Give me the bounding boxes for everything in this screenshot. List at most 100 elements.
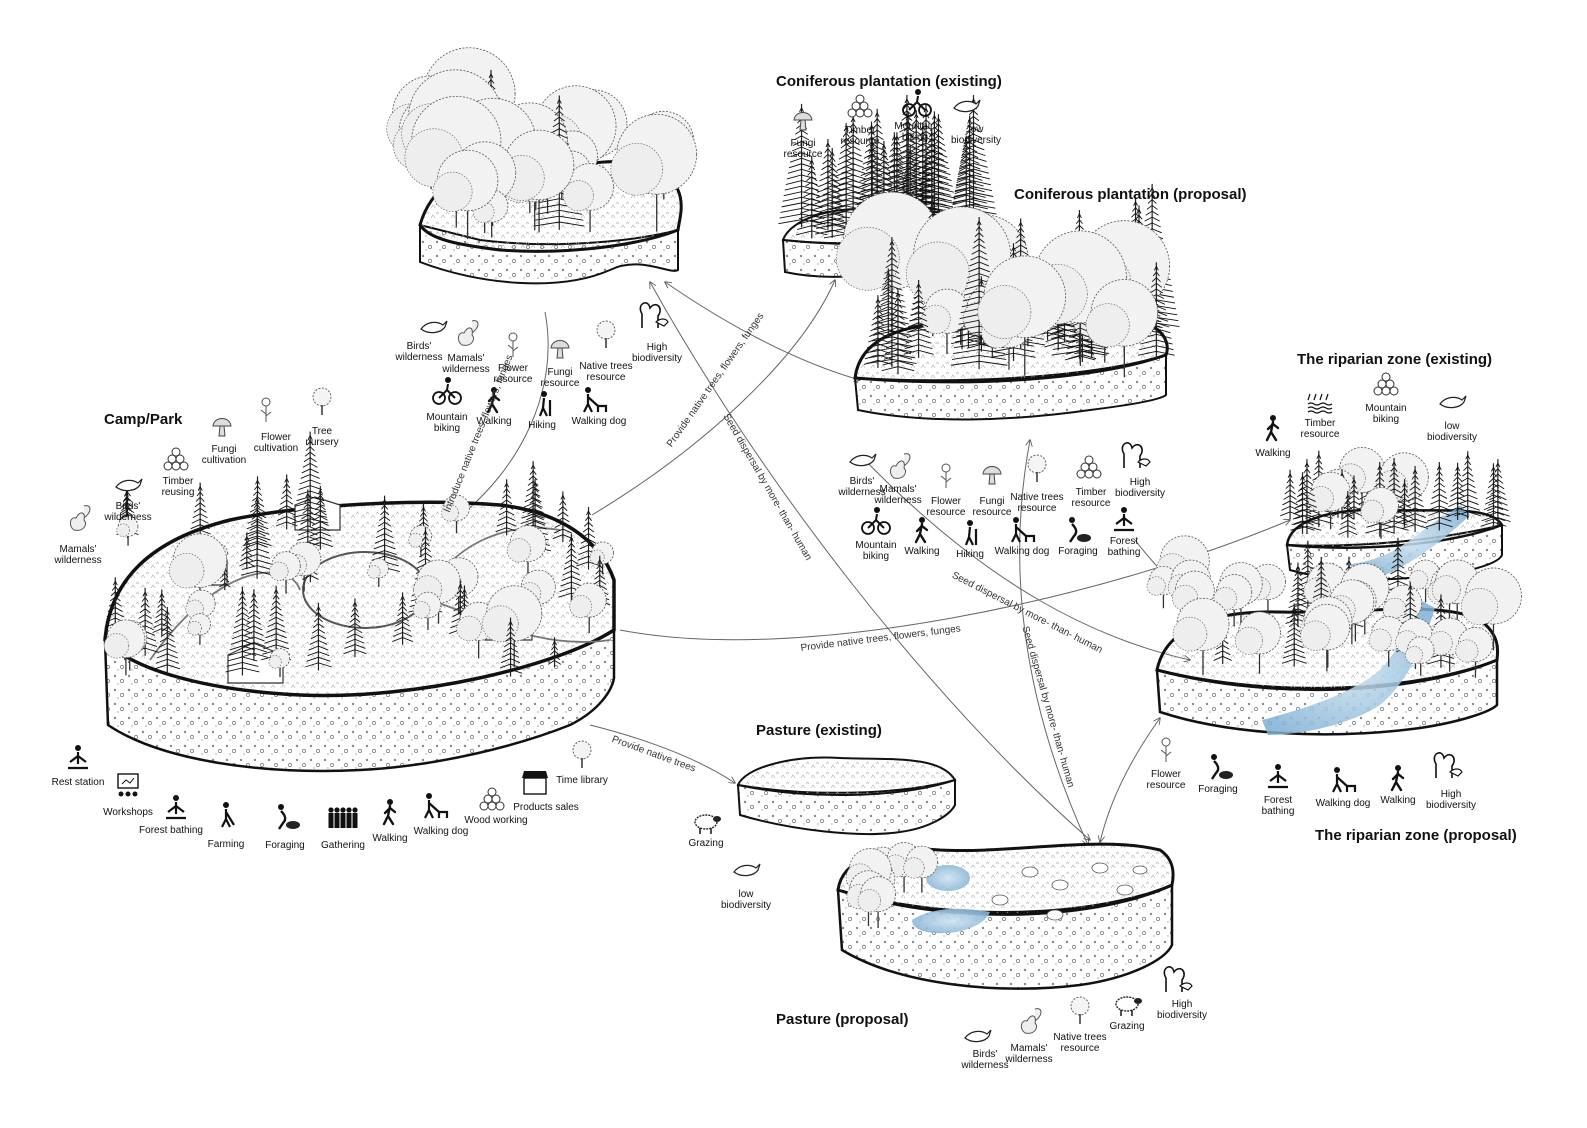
walking-icon [1265, 415, 1280, 442]
tree-icon [1027, 454, 1047, 482]
bike-icon [902, 89, 932, 117]
label-top-native: Native trees resource [579, 361, 633, 383]
bird-icon [1439, 395, 1467, 409]
label-cp-high: High biodiversity [1114, 477, 1166, 499]
dog-icon [424, 793, 449, 819]
label-ce-low: low biodiversity [950, 124, 1002, 146]
dog-icon [1011, 517, 1036, 543]
bike-icon [432, 377, 462, 405]
mushroom-icon [550, 340, 570, 359]
walking-icon [382, 799, 397, 826]
title-conif-proposal: Coniferous plantation (proposal) [1014, 186, 1247, 203]
arrow-riparian-pasture [1100, 718, 1160, 842]
label-rp-high: High biodiversity [1425, 789, 1477, 811]
logs-icon [479, 787, 505, 811]
label-cp-hiking: Hiking [956, 549, 984, 560]
squirrel-icon [457, 320, 479, 346]
label-camp-mamals: Mamals' wilderness [54, 544, 102, 566]
label-cp-walking: Walking [904, 546, 940, 557]
conifer-tree-icon [1402, 465, 1429, 532]
high-icon [1121, 442, 1151, 468]
label-cp-foraging: Foraging [1058, 546, 1098, 557]
label-cp-fungi: Fungi resource [972, 496, 1012, 518]
arrow-provide-pasture [589, 724, 735, 783]
conifer-tree-icon [343, 598, 367, 657]
conifer-tree-icon [225, 586, 260, 676]
conifer-tree-icon [239, 589, 268, 661]
conifer-tree-icon [1425, 462, 1453, 531]
broadleaf-tree-icon [905, 206, 1012, 350]
label-top-birds: Birds' wilderness [395, 341, 443, 363]
broadleaf-tree-icon [1172, 597, 1230, 675]
conifer-tree-icon [548, 637, 562, 668]
label-camp-workshops: Workshops [103, 807, 153, 818]
foraging-icon [278, 804, 300, 830]
label-camp-birds: Birds' wilderness [104, 501, 152, 523]
label-pe-low: low biodiversity [720, 889, 772, 911]
label-camp-gathering: Gathering [321, 840, 365, 851]
walking-icon [486, 387, 501, 414]
label-rp-dog: Walking dog [1315, 798, 1371, 809]
broadleaf-tree-icon [269, 551, 301, 594]
riparian-proposal-island [1146, 535, 1522, 736]
broadleaf-tree-icon [1360, 487, 1399, 539]
label-camp-fungi: Fungi cultivation [201, 444, 247, 466]
dog-icon [583, 387, 608, 413]
broadleaf-tree-icon [168, 533, 228, 613]
label-rp-foraging: Foraging [1198, 784, 1238, 795]
title-riparian-proposal: The riparian zone (proposal) [1315, 827, 1517, 844]
dog-icon [1332, 767, 1357, 793]
label-camp-walking: Walking [372, 833, 408, 844]
conifer-tree-icon [498, 617, 523, 677]
broadleaf-tree-icon [1234, 611, 1281, 674]
label-top-flower: Flower resource [493, 363, 533, 385]
conifer-tree-icon [307, 486, 333, 550]
conifer-tree-icon [903, 279, 934, 358]
conifer-tree-icon [305, 602, 332, 671]
label-pp-birds: Birds' wilderness [961, 1049, 1009, 1071]
sheep-icon [1115, 996, 1142, 1016]
squirrel-icon [1020, 1008, 1042, 1034]
broadleaf-tree-icon [1408, 559, 1441, 603]
label-camp-rest: Rest station [51, 777, 105, 788]
conifer-tree-icon [240, 494, 274, 579]
title-riparian-existing: The riparian zone (existing) [1297, 351, 1493, 368]
meditate-icon [1114, 507, 1134, 532]
label-pp-high: High biodiversity [1156, 999, 1208, 1021]
conifer-tree-icon [950, 95, 997, 218]
squirrel-icon [889, 453, 911, 479]
broadleaf-tree-icon [977, 255, 1066, 376]
label-rp-walking: Walking [1380, 795, 1416, 806]
conifer-tree-icon [154, 606, 181, 673]
high-icon [639, 302, 669, 328]
conifer-tree-icon [881, 289, 915, 375]
walking-icon [1390, 765, 1405, 792]
conifer-tree-icon [495, 479, 518, 536]
label-camp-foraging: Foraging [265, 840, 305, 851]
broadleaf-tree-icon [1460, 567, 1522, 651]
squirrel-icon [69, 505, 91, 531]
label-cp-native: Native trees resource [1010, 492, 1064, 514]
conifer-tree-icon [1292, 459, 1322, 535]
conifer-tree-icon [392, 592, 414, 645]
bird-icon [953, 99, 981, 113]
title-pasture-proposal: Pasture (proposal) [776, 1011, 909, 1028]
conifer-tree-icon [558, 533, 585, 601]
flower-icon [260, 397, 272, 422]
bird-icon [733, 863, 761, 877]
walking-icon [914, 517, 929, 544]
conifer-tree-icon [1285, 562, 1311, 627]
mushroom-icon [212, 418, 232, 437]
broadleaf-tree-icon [268, 648, 291, 678]
foraging-icon [1211, 754, 1233, 780]
broadleaf-tree-icon [441, 494, 470, 534]
logs-icon [163, 447, 189, 471]
label-cp-bathing: Forest bathing [1107, 536, 1141, 558]
conifer-tree-icon [948, 115, 992, 230]
label-camp-timber: Timber reusing [161, 476, 195, 498]
flower-icon [507, 332, 519, 357]
label-rp-flower: Flower resource [1146, 769, 1186, 791]
label-top-dog: Walking dog [571, 416, 627, 427]
